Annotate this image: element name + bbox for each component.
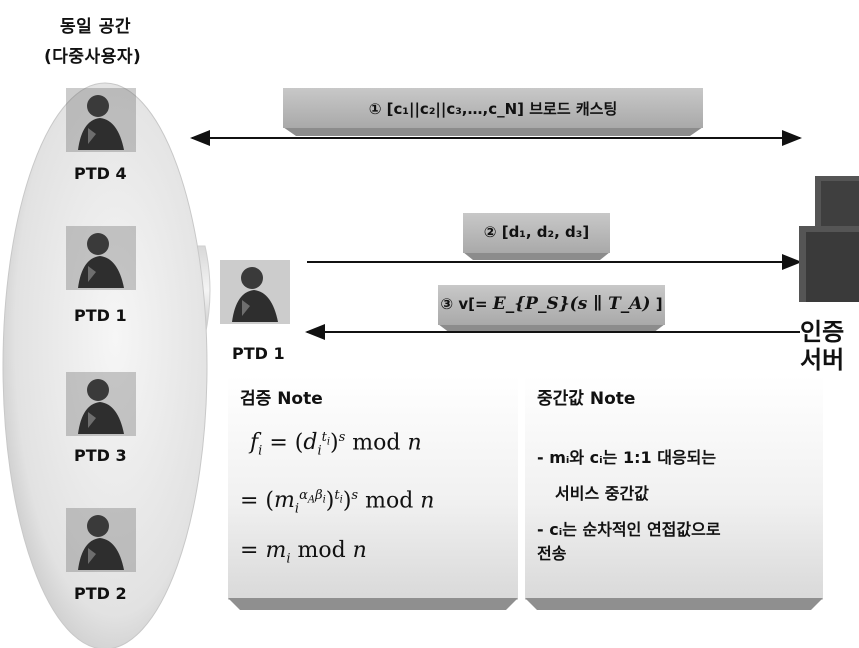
device-label-ptd3: PTD 3 xyxy=(74,446,127,465)
person-icon-selected-ptd1 xyxy=(220,260,290,324)
response-message-label: ③ v[= E_{P_S}(s ∥ T_A) ] xyxy=(438,294,665,314)
multi-user-space-ellipse xyxy=(2,82,208,648)
middle-note-line4: 전송 xyxy=(537,544,567,563)
middle-note-line3: - cᵢ는 순차적인 연접값으로 xyxy=(537,520,721,539)
device-label-ptd4: PTD 4 xyxy=(74,164,127,183)
verify-formula-line1: fi = (diti)s mod n xyxy=(250,430,422,459)
person-icon-ptd1 xyxy=(66,226,136,290)
verify-formula-line3: = mi mod n xyxy=(240,538,367,567)
response-banner xyxy=(438,285,665,333)
request-message-label: ② [d₁, d₂, d₃] xyxy=(483,223,590,241)
person-icon-ptd4 xyxy=(66,88,136,152)
device-label-ptd1: PTD 1 xyxy=(74,306,127,325)
server-label-line1: 인증 xyxy=(800,318,845,346)
response-formula: E_{P_S}(s ∥ T_A) xyxy=(492,294,651,314)
request-banner xyxy=(463,213,610,260)
middle-note-line2: 서비스 중간값 xyxy=(555,484,649,503)
group-title: 동일 공간 xyxy=(60,17,131,37)
verify-note-title: 검증 Note xyxy=(240,389,323,409)
person-icon-ptd2 xyxy=(66,508,136,572)
response-prefix: ③ v[= xyxy=(440,295,488,313)
device-label-ptd2: PTD 2 xyxy=(74,584,127,603)
middle-note-panel xyxy=(525,375,823,610)
server-label: 인증 서버 xyxy=(800,318,844,374)
server-label-line2: 서버 xyxy=(800,346,845,374)
broadcast-message-label: ① [c₁||c₂||c₃,…,c_N] 브로드 캐스팅 xyxy=(368,100,618,118)
middle-note-title: 중간값 Note xyxy=(537,389,636,409)
selected-device-label: PTD 1 xyxy=(232,344,285,363)
verify-note-panel xyxy=(228,375,518,610)
response-suffix: ] xyxy=(655,295,663,313)
person-icon-ptd3 xyxy=(66,372,136,436)
group-subtitle: (다중사용자) xyxy=(44,47,142,67)
server-icon xyxy=(799,176,859,302)
verify-formula-line2: = (miαAβi)ti)s mod n xyxy=(240,488,435,517)
middle-note-line1: - mᵢ와 cᵢ는 1:1 대응되는 xyxy=(537,448,717,467)
